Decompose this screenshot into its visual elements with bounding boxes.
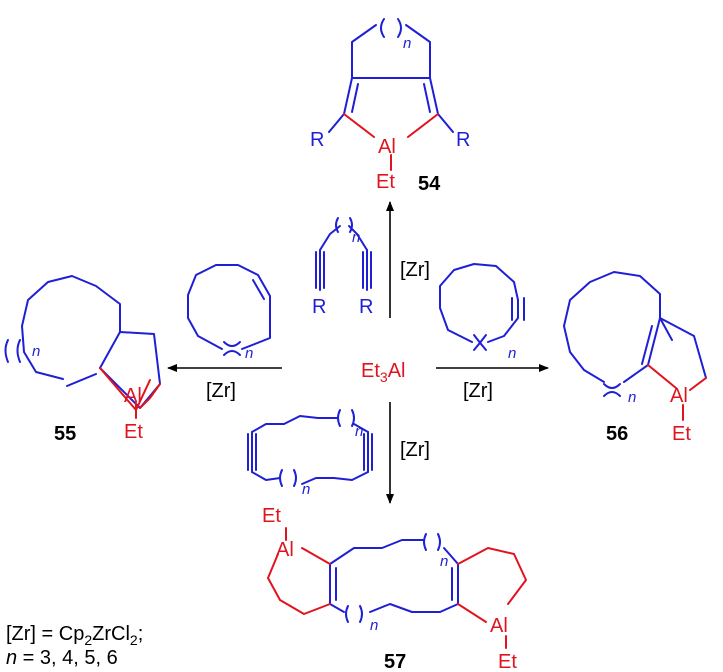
ring-size-n-54: n (403, 35, 411, 52)
catalyst-label-left: [Zr] (206, 380, 236, 402)
compound-number-56: 56 (606, 423, 628, 445)
footnote-line-2: n = 3, 4, 5, 6 (6, 647, 118, 669)
compound-57: n n Al Et Al Et 57 (262, 505, 527, 672)
r-group-left-diyne: R (312, 296, 326, 318)
ring-size-n-macro-bottom: n (302, 481, 310, 498)
ring-size-n-macro-top: n (355, 423, 363, 440)
macrocyclic-diyne-reagent: n n (247, 409, 373, 498)
catalyst-label-up: [Zr] (400, 259, 430, 281)
compound-56: n Al Et 56 (563, 271, 707, 445)
compound-54: n R R Al Et 54 (310, 18, 470, 195)
ring-size-n-diyne: n (352, 229, 360, 246)
et-group-57-left: Et (262, 505, 281, 527)
compound-number-55: 55 (54, 423, 76, 445)
diyne-reagent: n R R (312, 217, 373, 318)
al-atom-56: Al (670, 385, 688, 407)
cycloalkyne-reagent: n (439, 263, 525, 362)
compound-number-57: 57 (384, 651, 406, 672)
cycloalkene-reagent: n (187, 264, 271, 362)
catalyst-label-right: [Zr] (463, 380, 493, 402)
catalyst-label-down: [Zr] (400, 439, 430, 461)
al-atom-55: Al (124, 385, 142, 407)
et-group-56: Et (672, 423, 691, 445)
et-group-54: Et (376, 171, 395, 193)
ring-size-n-56: n (628, 389, 636, 406)
ring-size-n-57-top: n (440, 553, 448, 570)
compound-number-54: 54 (418, 173, 441, 195)
r-group-right-54: R (456, 129, 470, 151)
r-group-right-diyne: R (359, 296, 373, 318)
ring-size-n-57-bottom: n (370, 617, 378, 634)
ring-size-n-55: n (32, 343, 40, 360)
compound-55: n Al Et 55 (4, 275, 161, 445)
ring-size-n-yne: n (508, 345, 516, 362)
ring-size-n-diene: n (245, 345, 253, 362)
et-group-57-right: Et (498, 651, 517, 672)
et-group-55: Et (124, 421, 143, 443)
footnote-line-1: [Zr] = Cp2ZrCl2; (6, 623, 143, 648)
al-atom-54: Al (378, 136, 396, 158)
al-atom-57-right: Al (490, 615, 508, 637)
al-atom-57-left: Al (276, 539, 294, 561)
reagent-et3al: Et3Al (361, 360, 406, 385)
r-group-left-54: R (310, 129, 324, 151)
